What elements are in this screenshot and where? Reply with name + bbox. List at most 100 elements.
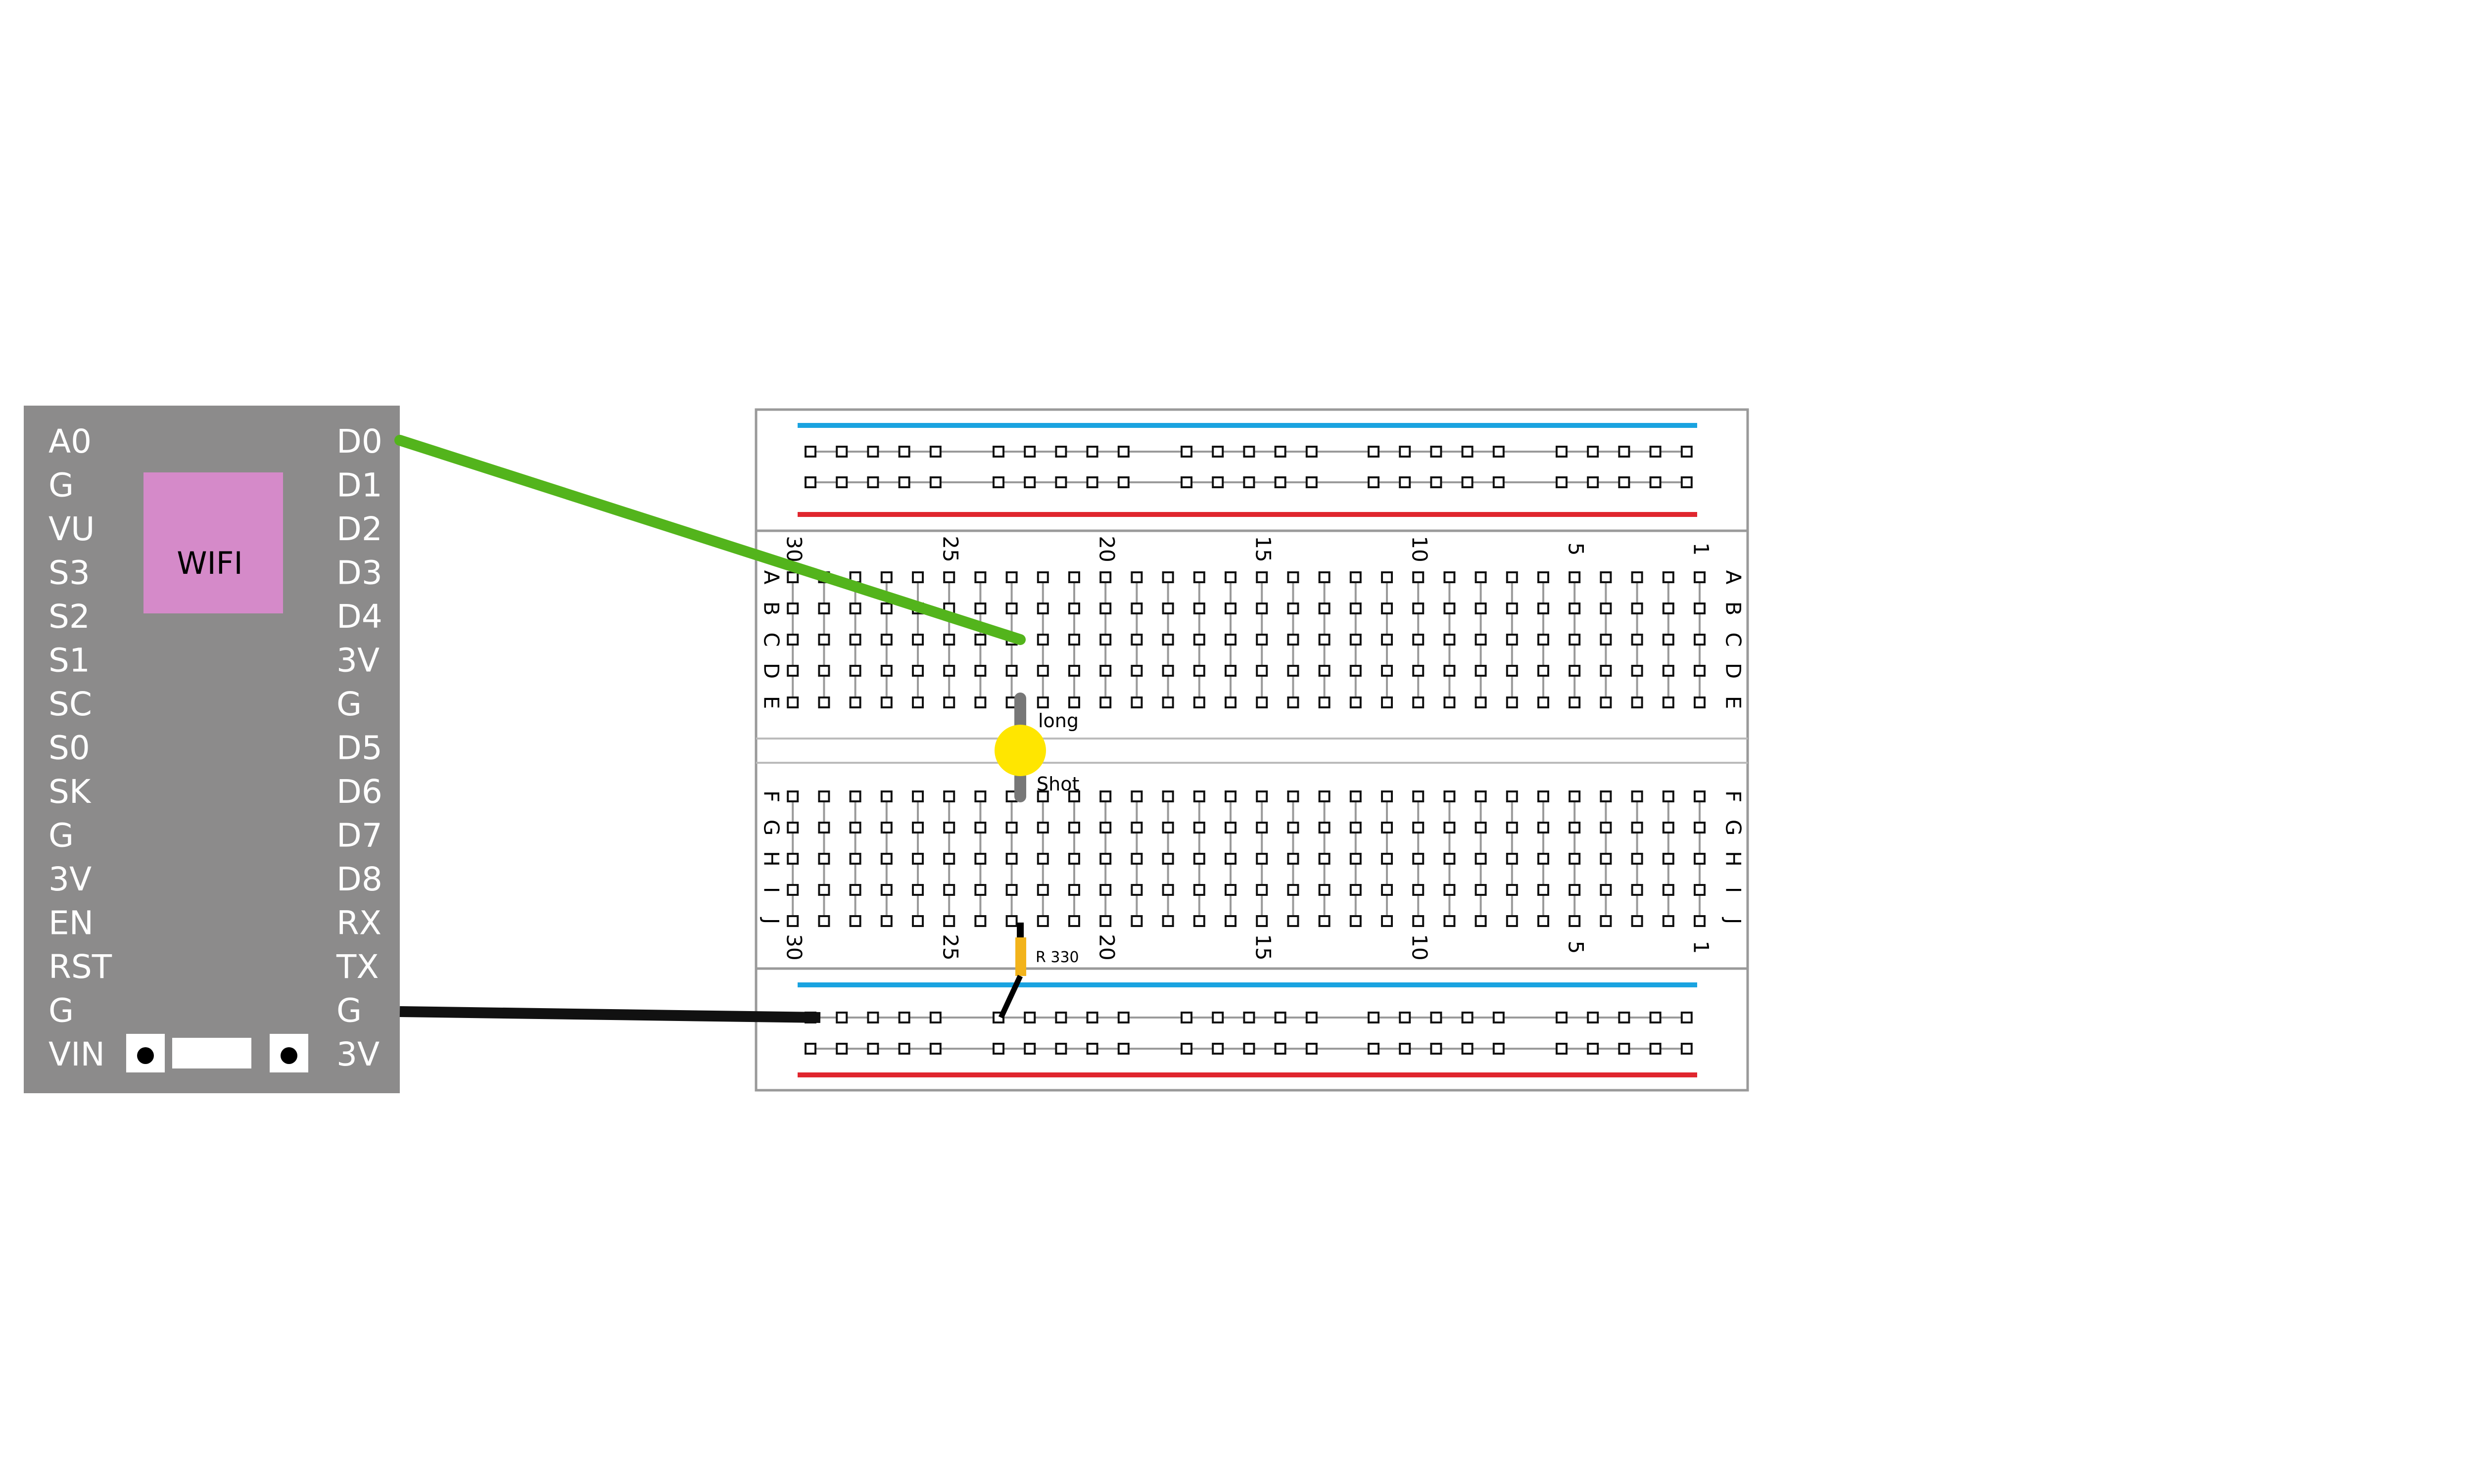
rail-hole [1117,476,1130,488]
rail-hole [1368,476,1380,488]
breadboard-hole [1631,884,1643,896]
breadboard-hole [1569,884,1581,896]
breadboard-hole [1287,915,1299,927]
breadboard-hole [880,853,893,865]
breadboard-hole [1037,696,1049,708]
breadboard-hole [1225,696,1237,708]
rail-hole [1212,1012,1224,1023]
breadboard-hole [1162,571,1174,583]
breadboard-hole [1506,665,1518,677]
rail-hole [867,1043,879,1055]
rail-hole [1086,476,1098,488]
rail-holes [805,446,1693,1055]
breadboard-hole [943,665,955,677]
breadboard-frame [755,408,1749,1092]
breadboard-hole [1287,853,1299,865]
right-pin-label: D5 [336,729,382,767]
left-pin-label: RST [48,948,112,986]
rail-hole [898,1043,910,1055]
breadboard-hole [1068,603,1080,614]
rail-hole [1649,1043,1662,1055]
right-pin-label: 3V [336,1035,380,1073]
rail-hole [1305,446,1318,458]
breadboard-hole [912,571,924,583]
rail-hole [1212,1043,1224,1055]
breadboard-hole [1506,822,1518,834]
breadboard-hole [818,696,830,708]
breadboard-hole [1068,884,1080,896]
breadboard-hole [1005,853,1018,865]
breadboard-hole [912,790,924,802]
rail-hole [1024,446,1036,458]
rail-hole [1055,476,1067,488]
breadboard-hole [787,790,799,802]
breadboard-hole [912,853,924,865]
breadboard-hole [1349,915,1362,927]
breadboard-hole [1162,915,1174,927]
rail-hole [1305,1012,1318,1023]
breadboard-hole [849,634,861,646]
breadboard-hole [1037,571,1049,583]
breadboard-hole [1099,665,1112,677]
breadboard-hole [1694,634,1706,646]
breadboard-hole [1131,822,1143,834]
breadboard-hole [1037,665,1049,677]
breadboard-hole [1318,853,1331,865]
breadboard-hole [1318,603,1331,614]
rail-hole [1274,1043,1286,1055]
breadboard-hole [1631,696,1643,708]
rail-hole [1430,1012,1442,1023]
breadboard-hole [1256,696,1268,708]
breadboard-hole [1318,696,1331,708]
breadboard-hole [1037,603,1049,614]
row-label: B [1721,602,1746,616]
breadboard-hole [1443,696,1456,708]
breadboard-hole [1318,634,1331,646]
breadboard-hole [1694,822,1706,834]
breadboard-hole [880,790,893,802]
row-label: A [1721,570,1746,585]
breadboard-hole [1193,884,1205,896]
rail-hole [836,476,848,488]
row-label: F [760,790,784,802]
breadboard-hole [880,884,893,896]
breadboard-hole [1099,603,1112,614]
breadboard-hole [1600,696,1612,708]
breadboard-hole [1537,571,1549,583]
column-number-label: 5 [1564,543,1588,556]
breadboard-hole [849,853,861,865]
rail-hole [1556,476,1568,488]
breadboard-hole [818,665,830,677]
breadboard-hole [1037,915,1049,927]
row-label: I [760,887,784,893]
breadboard-hole [1068,853,1080,865]
breadboard-hole [1131,603,1143,614]
breadboard-hole [1068,915,1080,927]
row-label: J [760,917,784,924]
row-label: J [1721,917,1746,924]
breadboard-hole [943,696,955,708]
breadboard-hole [1600,915,1612,927]
breadboard-hole [943,915,955,927]
rail-hole [1399,446,1411,458]
row-label: H [1721,851,1746,867]
breadboard-hole [1662,822,1674,834]
breadboard-hole [1506,915,1518,927]
rail-hole [1430,1043,1442,1055]
rail-hole [1243,476,1255,488]
breadboard-hole [974,915,987,927]
rail-hole [1055,1043,1067,1055]
breadboard-hole [1475,853,1487,865]
breadboard-hole [1537,853,1549,865]
rail-hole [1117,1043,1130,1055]
breadboard-hole [1506,634,1518,646]
rail-hole [1680,476,1693,488]
breadboard-hole [849,822,861,834]
breadboard-hole [1443,853,1456,865]
breadboard-hole [1162,603,1174,614]
grid-holes [787,571,1706,927]
breadboard-hole [1537,884,1549,896]
breadboard-hole [1256,603,1268,614]
